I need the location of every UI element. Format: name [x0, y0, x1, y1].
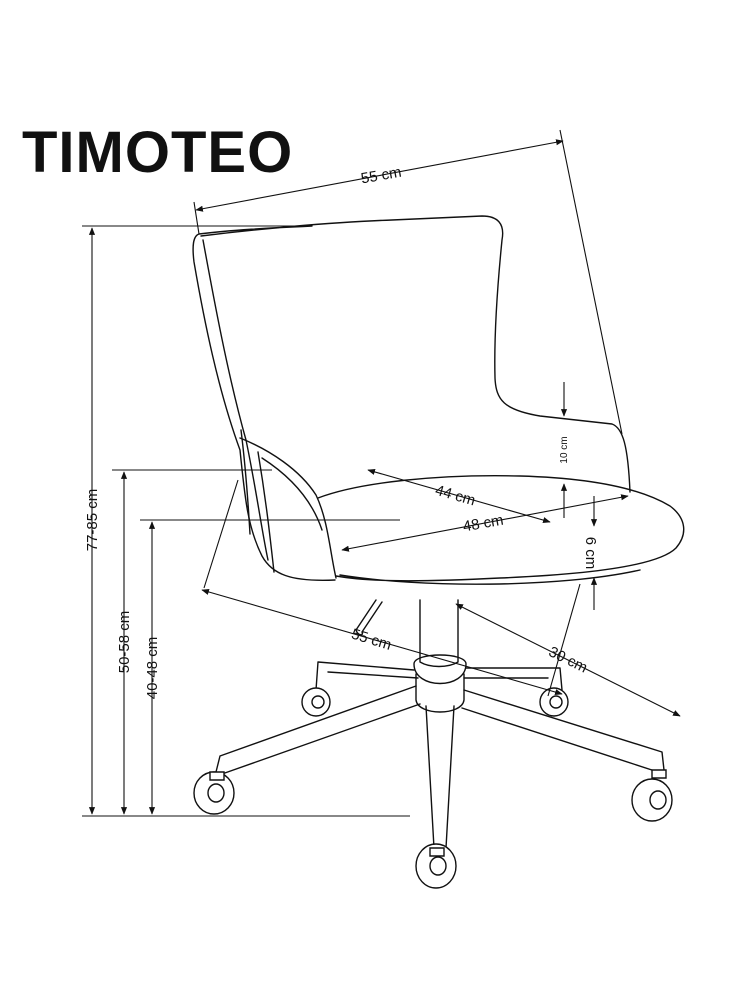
casters: [193, 687, 673, 889]
caster-right: [631, 769, 673, 822]
label-base-diameter: 55 cm: [349, 626, 393, 654]
caster-front: [415, 843, 457, 889]
base-leg-back-left: [315, 661, 419, 691]
backrest-lower: [239, 437, 337, 579]
base-leg-back-right: [463, 667, 563, 691]
label-overall-width: 55 cm: [360, 164, 403, 188]
dimline-seat-depth: [341, 494, 629, 552]
label-seat-depth: 48 cm: [462, 512, 505, 536]
label-seat-width: 44 cm: [433, 482, 477, 510]
backrest-inner: [202, 239, 275, 573]
label-total-height: 77-85 cm: [84, 489, 101, 552]
seat: [317, 475, 685, 585]
dimline-overall-width: [195, 139, 564, 212]
label-base-depth: 30 cm: [546, 643, 590, 676]
caster-back-left: [301, 687, 331, 717]
backrest-outline: [192, 215, 631, 581]
dimline-base-depth: [455, 603, 681, 717]
label-backrest-gap: 10 cm: [559, 436, 570, 463]
label-armrest-height: 50-58 cm: [116, 611, 133, 674]
label-seat-thickness: 6 cm: [582, 537, 599, 570]
dimension-labels: 55 cm 77-85 cm 50-58 cm 40-48 cm 44 cm 4…: [84, 164, 599, 700]
extension-lines: [82, 129, 623, 817]
caster-left: [193, 771, 235, 815]
base-leg-front: [425, 705, 455, 849]
label-seat-height: 40-48 cm: [144, 637, 161, 700]
